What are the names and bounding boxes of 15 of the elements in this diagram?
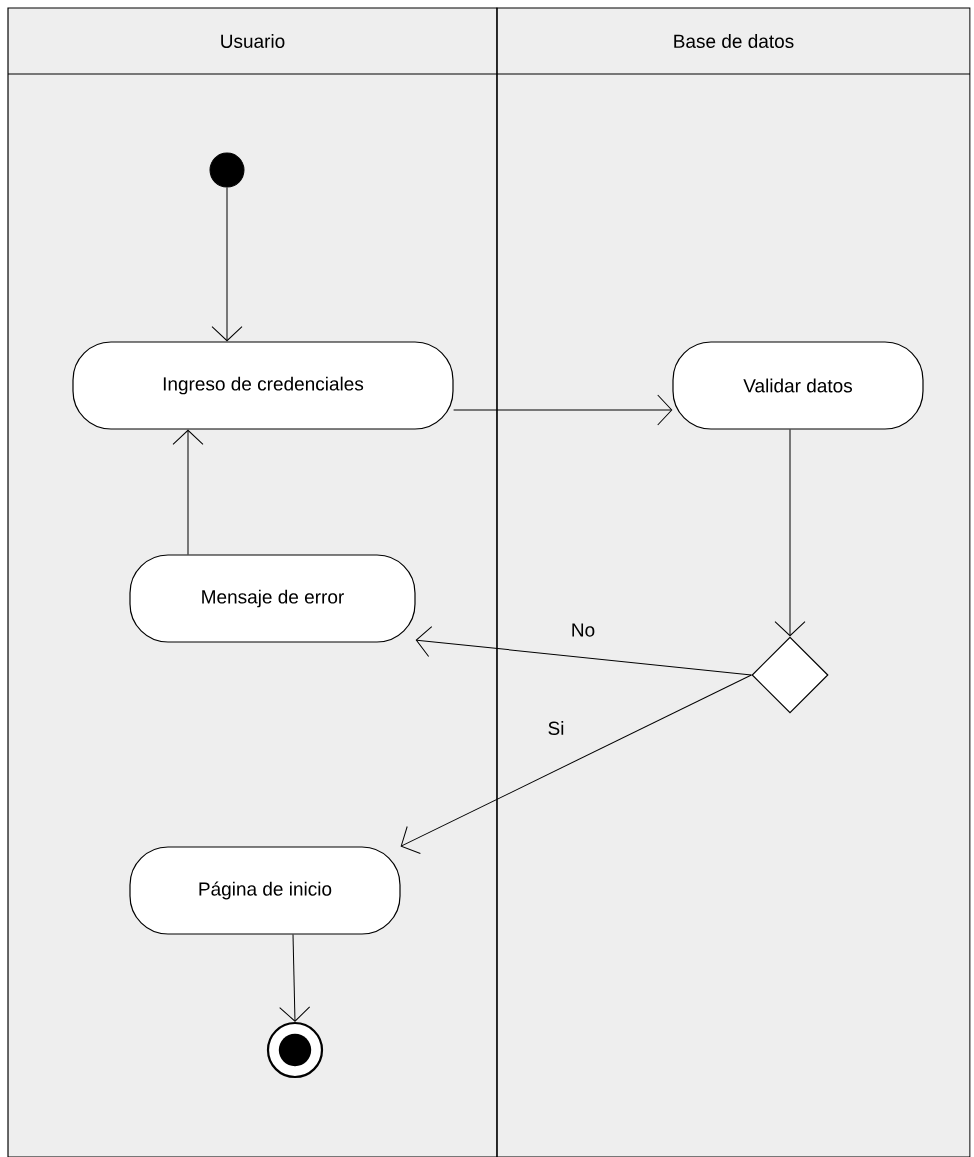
arrow [400,674,752,854]
arrow [453,394,673,426]
activity-box: Validar datos [672,341,924,430]
arrow [172,429,204,555]
arrow [211,187,243,342]
arrow [279,934,311,1022]
activity-box: Página de inicio [129,846,401,935]
end-node [266,1021,324,1079]
arrow [774,429,806,637]
activity-box: Mensaje de error [129,554,416,643]
decision-diamond [751,636,829,714]
arrow [415,626,752,676]
activity-box: Ingreso de credenciales [72,341,454,430]
edge-label: No [569,622,597,638]
start-node [209,152,245,188]
